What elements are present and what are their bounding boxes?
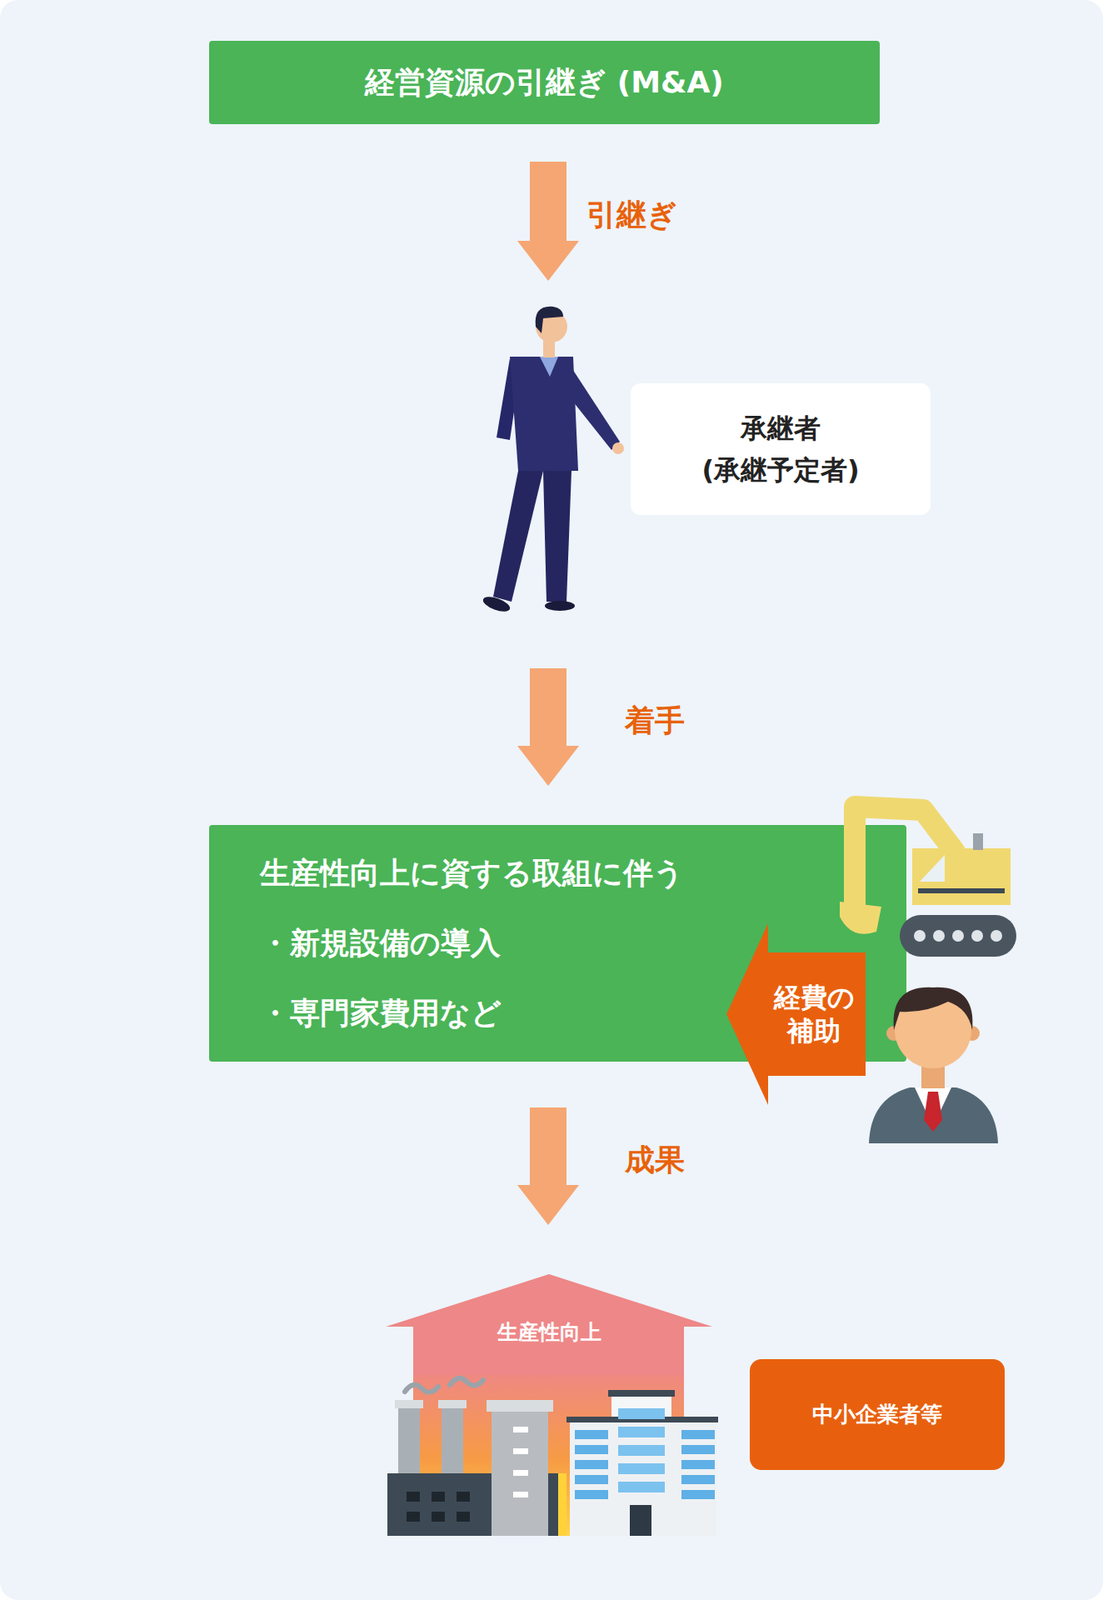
buildings xyxy=(387,1366,719,1536)
node-text: 承継者 xyxy=(740,407,821,450)
productivity-arrow: 生産性向上 xyxy=(385,1273,713,1375)
flow-arrow xyxy=(517,161,579,281)
node-text: 生産性向上 xyxy=(385,1315,713,1349)
edge-label: 引継ぎ xyxy=(586,196,678,233)
flow-arrow xyxy=(517,1107,579,1225)
flow-arrow xyxy=(517,668,579,786)
sme-box: 中小企業者等 xyxy=(749,1358,1005,1470)
successor-group: 承継者(承継予定者) xyxy=(479,305,931,618)
subsidy-arrow: 経費の 補助 xyxy=(726,923,866,1105)
text-area: 生産性向上 xyxy=(385,1315,713,1349)
node-text: 中小企業者等 xyxy=(812,1399,943,1429)
text-area: 経費の 補助 xyxy=(763,923,866,1105)
arrow-outline xyxy=(385,1273,713,1375)
arrow-outline xyxy=(726,923,866,1105)
edge-label: 着手 xyxy=(624,702,685,739)
excavator xyxy=(839,806,1017,957)
node-text: 生産性向上に資する取組に伴う xyxy=(259,838,907,909)
edge-label: 成果 xyxy=(624,1141,685,1178)
advisor-icon xyxy=(868,987,999,1143)
arrow-shape xyxy=(726,923,866,1105)
successor-figure xyxy=(481,306,624,615)
label-card: 承継者(承継予定者) xyxy=(630,383,931,515)
node-text: 経営資源の引継ぎ (M&A) xyxy=(364,62,724,104)
node-text: (承継予定者) xyxy=(701,449,859,491)
heading-bar: 経営資源の引継ぎ (M&A) xyxy=(209,40,880,125)
node-text: 経費の 補助 xyxy=(771,980,857,1048)
